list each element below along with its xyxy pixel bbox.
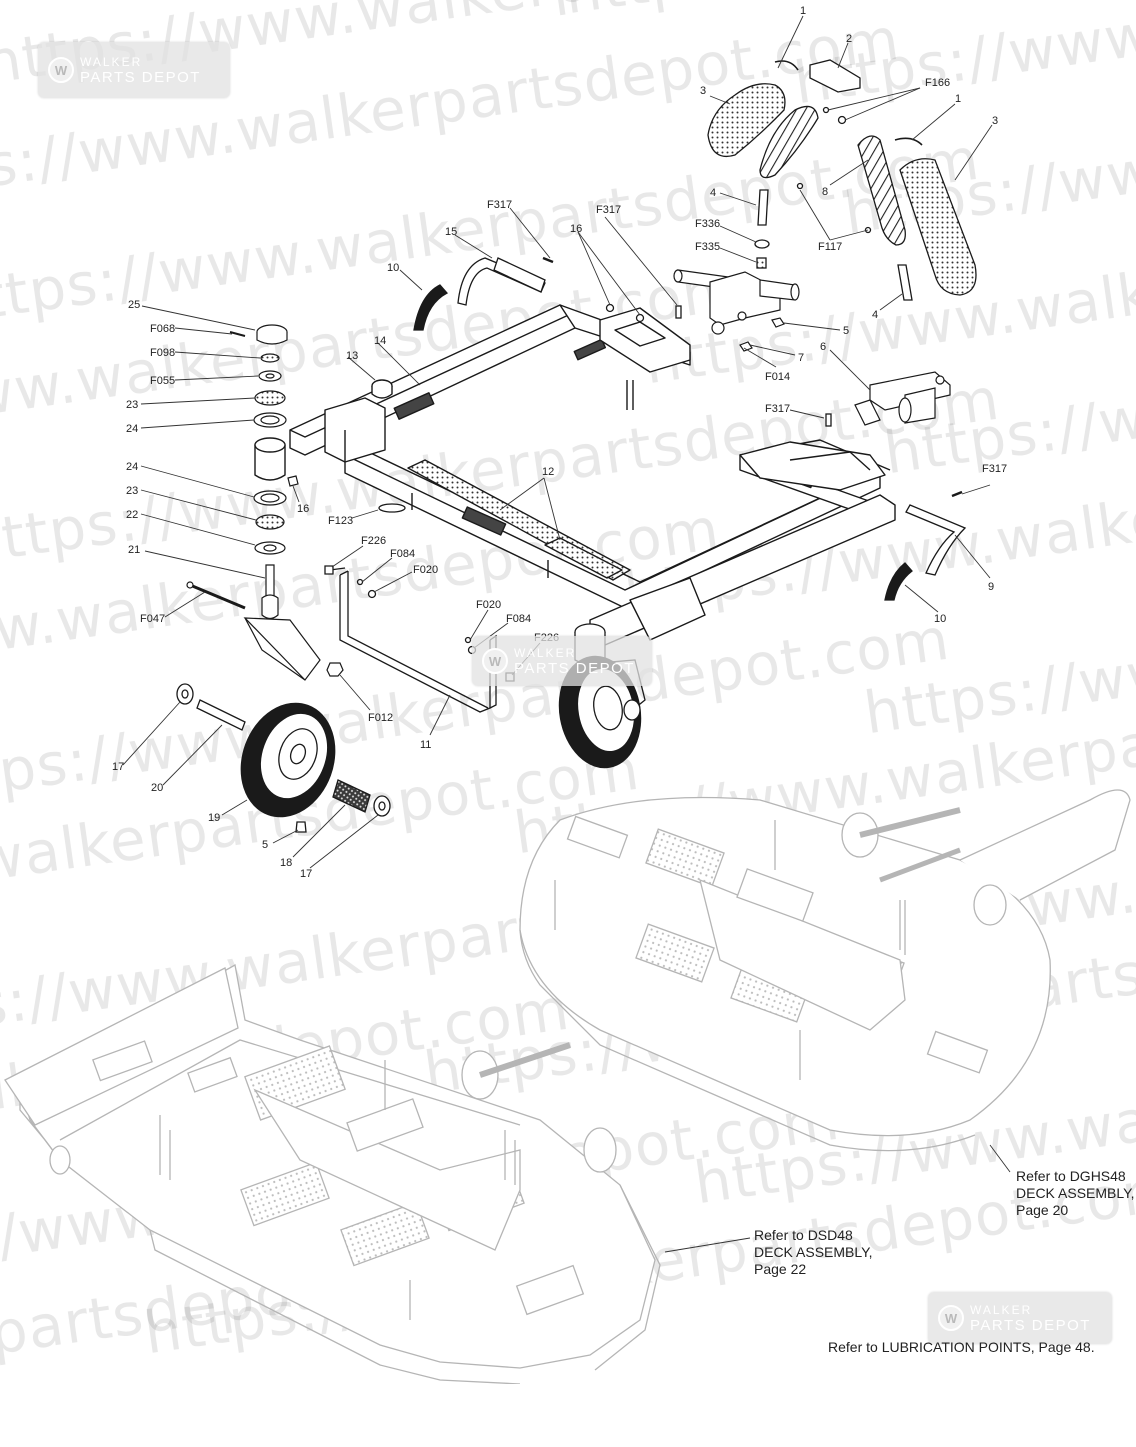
part-label: 8 <box>822 186 828 198</box>
part-label: 5 <box>843 325 849 337</box>
part-label: 10 <box>387 262 399 274</box>
part-label: F084 <box>390 548 415 560</box>
part-label: F014 <box>765 371 790 383</box>
logo-line-1: WALKER <box>970 1303 1033 1317</box>
callout-dghs48-line2: DECK ASSEMBLY, <box>1016 1185 1135 1201</box>
callout-dghs48-line3: Page 20 <box>1016 1202 1069 1218</box>
part-label: F020 <box>413 564 438 576</box>
part-label: 19 <box>208 812 220 824</box>
part-label: 24 <box>126 423 138 435</box>
part-label: 13 <box>346 350 358 362</box>
part-label: F317 <box>982 463 1007 475</box>
part-labels: 1 2 3 F166 1 3 8 4 F336 F335 F117 4 5 7 … <box>112 5 1007 880</box>
part-label: 17 <box>300 868 312 880</box>
leader-lines <box>122 15 1011 1253</box>
logo-line-2: PARTS DEPOT <box>80 69 201 86</box>
part-label: F166 <box>925 77 950 89</box>
walker-parts-depot-logo: W WALKER PARTS DEPOT <box>928 1292 1112 1344</box>
springs-and-covers <box>707 59 977 301</box>
callout-dghs48-line1: Refer to DGHS48 <box>1016 1168 1126 1184</box>
part-label: F068 <box>150 323 175 335</box>
walker-logo-icon: W <box>938 1305 964 1331</box>
part-label: 14 <box>374 335 386 347</box>
part-label: 24 <box>126 461 138 473</box>
part-label: F317 <box>765 403 790 415</box>
walker-logo-icon: W <box>482 648 508 674</box>
logo-line-1: WALKER <box>80 55 143 69</box>
part-label: 4 <box>872 309 878 321</box>
exploded-parts-diagram: 1 2 3 F166 1 3 8 4 F336 F335 F117 4 5 7 … <box>4 5 1131 1384</box>
part-label: 16 <box>297 503 309 515</box>
part-label: 25 <box>128 299 140 311</box>
part-label: 6 <box>820 341 826 353</box>
part-label: F055 <box>150 375 175 387</box>
part-label: 22 <box>126 509 138 521</box>
part-label: F020 <box>476 599 501 611</box>
deck-dsd48-illustration <box>4 963 661 1384</box>
part-label: 23 <box>126 399 138 411</box>
part-label: 5 <box>262 839 268 851</box>
part-label: 18 <box>280 857 292 869</box>
part-label: F117 <box>818 241 842 253</box>
part-label: 2 <box>846 33 852 45</box>
part-label: 1 <box>800 5 806 17</box>
part-label: 7 <box>798 352 804 364</box>
part-label: F098 <box>150 347 175 359</box>
part-label: F084 <box>506 613 531 625</box>
logo-line-1: WALKER <box>514 646 577 660</box>
part-label: 3 <box>992 115 998 127</box>
callout-dsd48: Refer to DSD48 DECK ASSEMBLY, Page 22 <box>754 1227 873 1278</box>
callout-dsd48-line3: Page 22 <box>754 1261 807 1277</box>
callout-lubrication: Refer to LUBRICATION POINTS, Page 48. <box>828 1339 1095 1355</box>
left-caster-wheel <box>176 683 391 833</box>
lift-handles <box>413 256 967 601</box>
part-label: 15 <box>445 226 457 238</box>
part-label: F317 <box>487 199 512 211</box>
part-label: F012 <box>368 712 393 724</box>
part-label: 12 <box>542 466 554 478</box>
part-label: 4 <box>710 187 716 199</box>
part-label: 23 <box>126 485 138 497</box>
part-label: 17 <box>112 761 124 773</box>
part-label: F336 <box>695 218 720 230</box>
callout-dghs48: Refer to DGHS48 DECK ASSEMBLY, Page 20 <box>1016 1168 1135 1219</box>
callout-dsd48-line1: Refer to DSD48 <box>754 1227 853 1243</box>
walker-logo-icon: W <box>48 57 74 83</box>
part-label: F123 <box>328 515 353 527</box>
part-label: 16 <box>570 223 582 235</box>
part-label: 9 <box>988 581 994 593</box>
part-label: F047 <box>140 613 165 625</box>
part-label: F317 <box>596 204 621 216</box>
part-label: 1 <box>955 93 961 105</box>
part-label: 21 <box>128 544 140 556</box>
logo-line-2: PARTS DEPOT <box>514 660 635 677</box>
part-label: 11 <box>420 739 431 751</box>
deck-dghs48-illustration <box>519 789 1131 1152</box>
part-label: 20 <box>151 782 163 794</box>
walker-parts-depot-logo: W WALKER PARTS DEPOT <box>38 42 230 98</box>
main-frame <box>254 304 896 646</box>
spring-bracket-assembly <box>673 269 951 426</box>
part-label: F335 <box>695 241 720 253</box>
logo-line-2: PARTS DEPOT <box>970 1317 1091 1334</box>
part-label: 3 <box>700 85 706 97</box>
callout-dsd48-line2: DECK ASSEMBLY, <box>754 1244 873 1260</box>
walker-parts-depot-logo: W WALKER PARTS DEPOT <box>472 636 652 686</box>
part-label: F226 <box>361 535 386 547</box>
part-label: 10 <box>934 613 946 625</box>
